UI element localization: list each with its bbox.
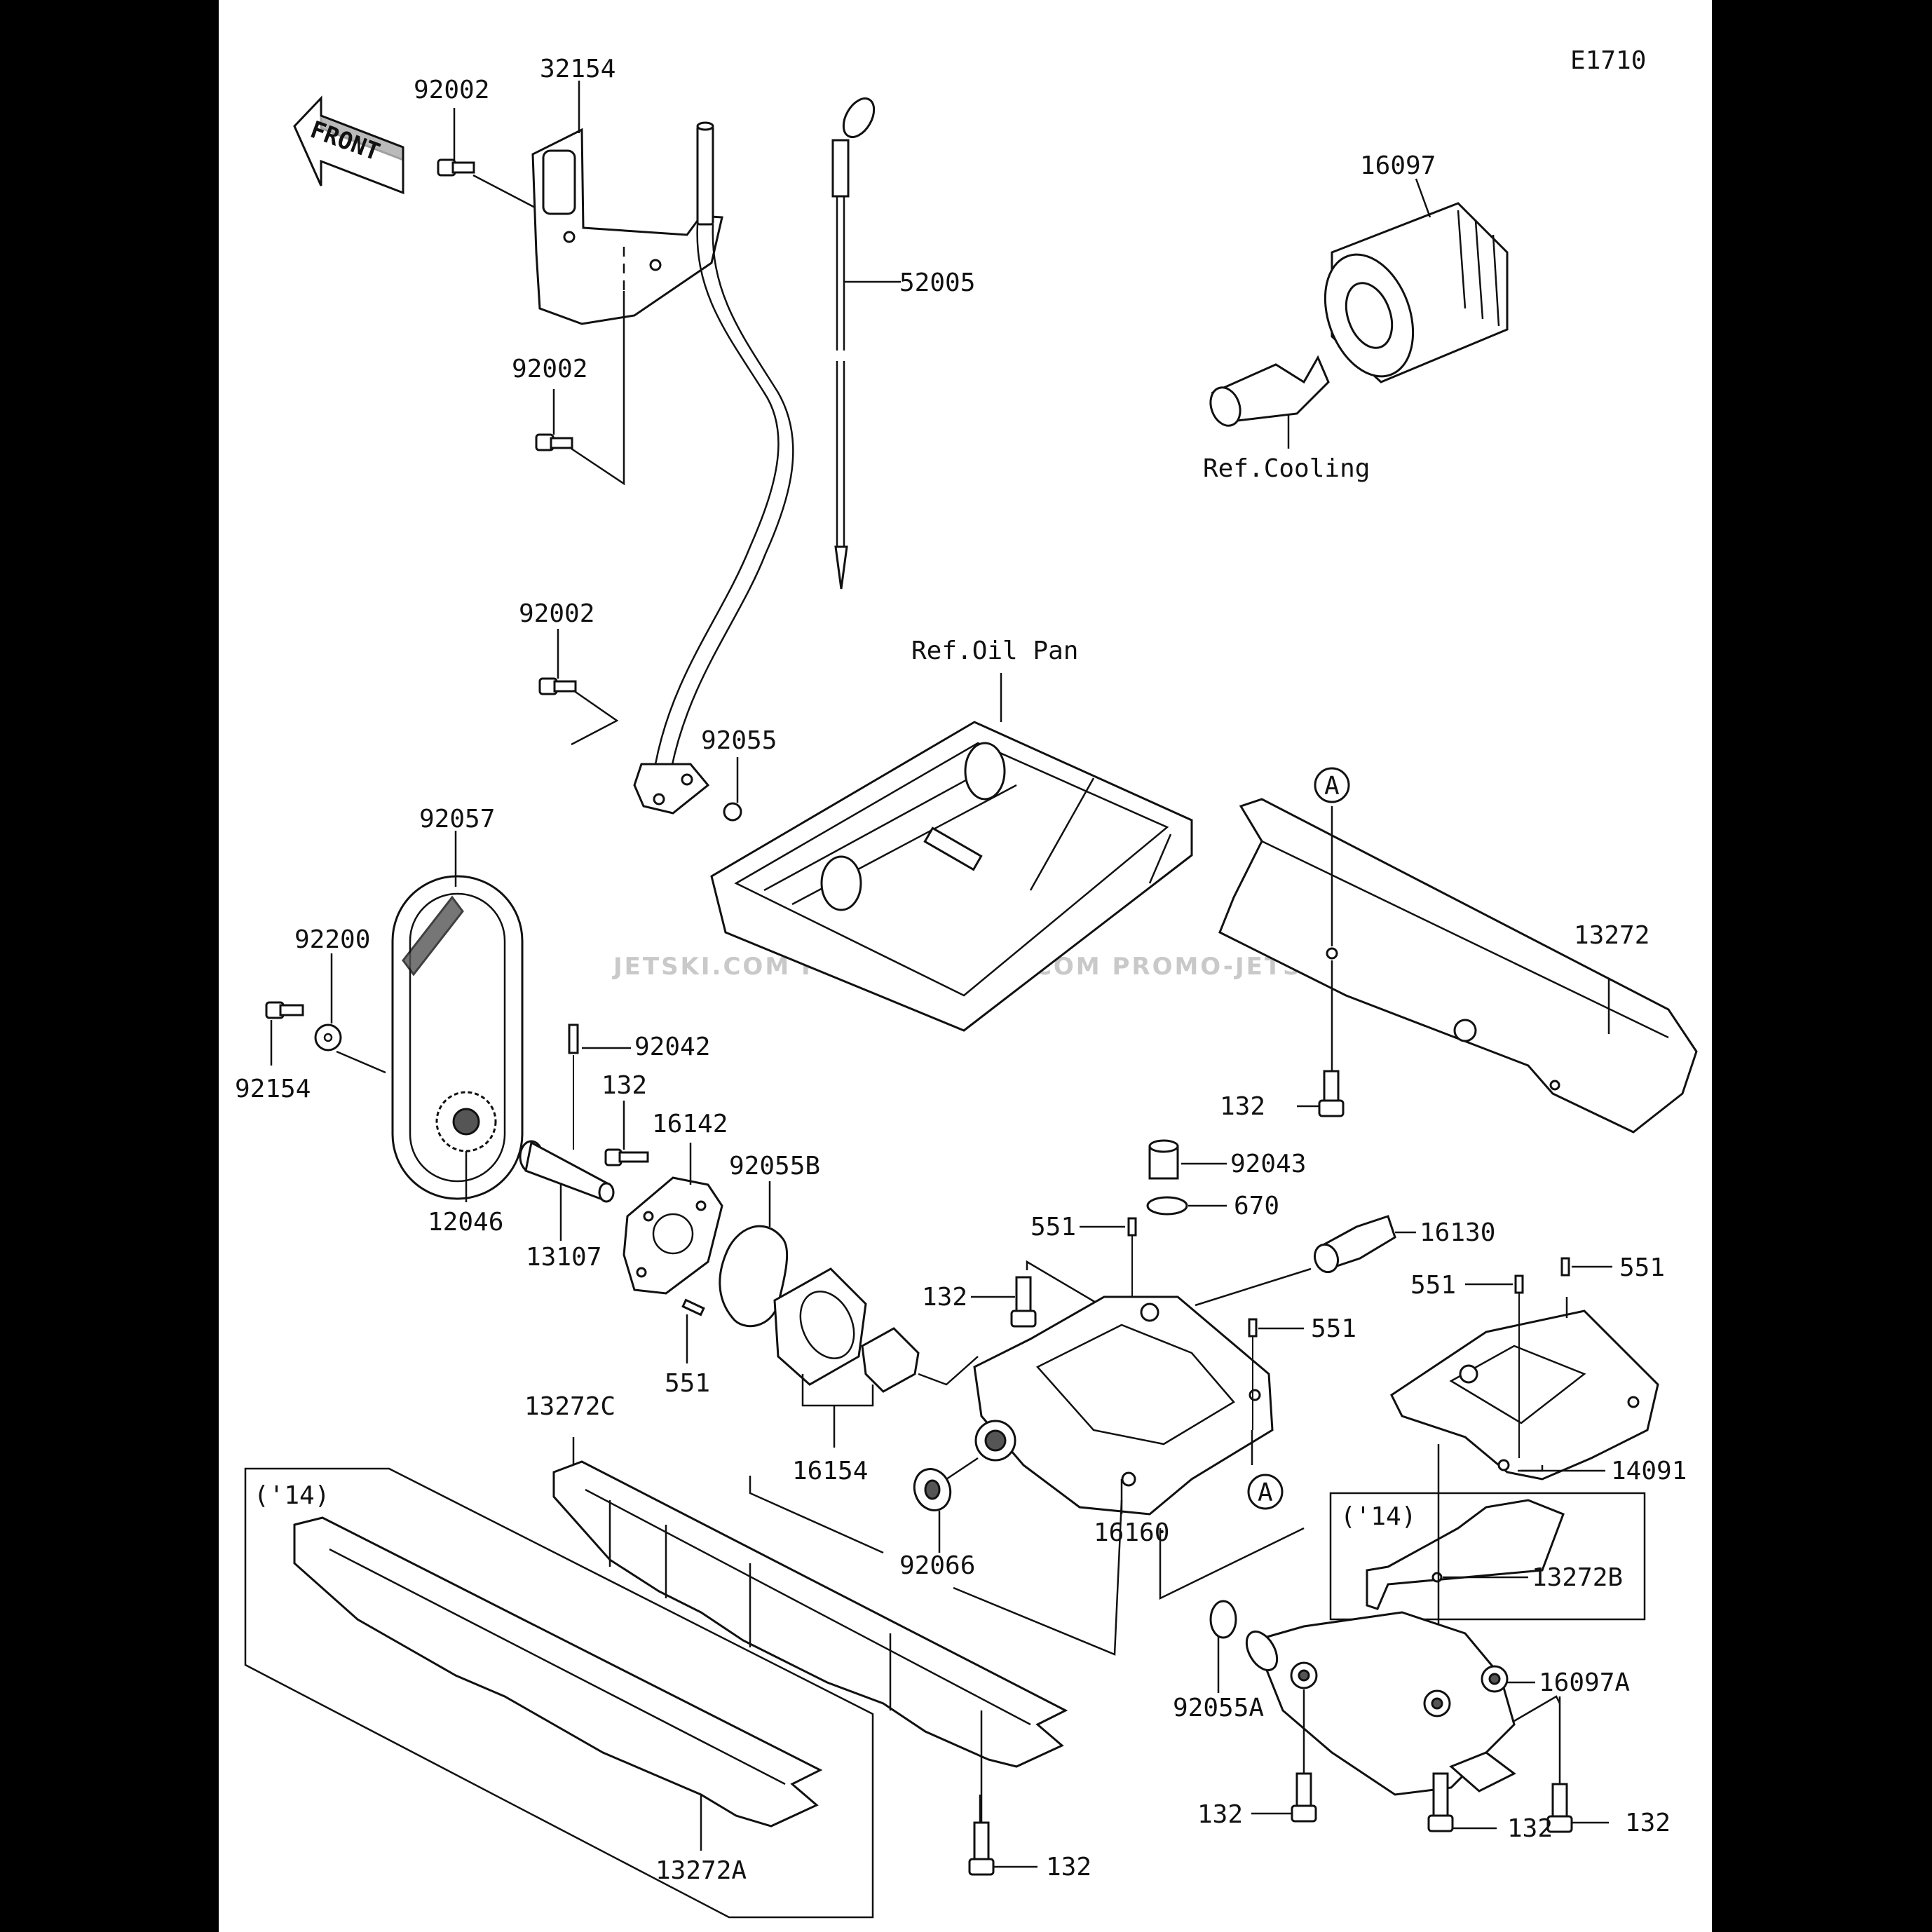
part-label-92154: 92154 (235, 1075, 311, 1103)
sprocket-12046 (435, 1091, 497, 1202)
bolt-132-center-housing (1427, 1772, 1497, 1832)
rotors-16154 (773, 1267, 979, 1448)
part-label-92055A: 92055A (1173, 1694, 1264, 1722)
part-label-13272A: 13272A (655, 1856, 747, 1885)
part-label-92042: 92042 (634, 1033, 710, 1061)
variant-box-13272B (1329, 1444, 1646, 1696)
part-label-551-pump: 551 (665, 1369, 710, 1398)
part-label-132-left-housing: 132 (1197, 1800, 1243, 1829)
part-label-551-c: 551 (1410, 1271, 1456, 1300)
part-label-14091: 14091 (1611, 1457, 1687, 1485)
part-label-92055: 92055 (701, 726, 777, 755)
baffle-13272C (552, 1460, 1123, 1823)
cover-14091 (1390, 1297, 1659, 1481)
dipstick-52005 (831, 97, 901, 590)
bracket-32154 (531, 128, 723, 325)
bolt-92002-middle (535, 291, 625, 486)
pin-551-pump (681, 1298, 705, 1317)
part-label-13272B: 13272B (1532, 1563, 1623, 1592)
pin-551-c (1514, 1274, 1524, 1294)
part-label-16160: 16160 (1094, 1518, 1169, 1547)
part-label-551-a: 551 (1030, 1213, 1076, 1241)
variant-tag-left: ('14) (254, 1481, 329, 1510)
bolt-92154 (265, 1001, 304, 1066)
part-label-16097A: 16097A (1539, 1668, 1630, 1697)
bolt-132-baffle (1297, 1070, 1345, 1117)
assembly-line-housing (1159, 1527, 1305, 1600)
part-label-13272: 13272 (1574, 921, 1649, 950)
part-label-13107: 13107 (526, 1243, 601, 1272)
bolt-92002-top (437, 108, 555, 219)
bolt-132-bottom (968, 1821, 1038, 1876)
callout-a-bottom (1247, 1474, 1284, 1510)
housing-16097A (1245, 1611, 1561, 1796)
oring-92055A (1209, 1600, 1237, 1639)
washer-92200 (314, 1023, 342, 1052)
variant-tag-right: ('14) (1340, 1502, 1416, 1531)
oil-pan-reference (710, 721, 1193, 1032)
pump-cover-16142 (623, 1143, 723, 1295)
shaft-13107 (519, 1140, 615, 1241)
bolt-132-pump (604, 1101, 649, 1166)
diagram-code: E1710 (1570, 46, 1646, 75)
part-label-132-housing: 132 (922, 1283, 967, 1312)
ref-oil-pan-label: Ref.Oil Pan (911, 637, 1078, 665)
collar-92043 (1148, 1139, 1227, 1180)
variant-box-13272A (244, 1467, 874, 1919)
callout-a-top-label: A (1324, 772, 1340, 801)
part-label-92002-middle: 92002 (512, 355, 587, 383)
cooling-fitting (1209, 355, 1330, 449)
part-label-92043: 92043 (1230, 1150, 1306, 1178)
part-label-132-baffle: 132 (1220, 1092, 1265, 1121)
front-arrow-icon: FRONT (293, 95, 404, 195)
pin-551-b (1248, 1318, 1258, 1338)
oring-670 (1146, 1196, 1188, 1216)
part-label-16154: 16154 (792, 1457, 868, 1485)
part-label-551-d: 551 (1619, 1253, 1665, 1282)
part-label-16097: 16097 (1360, 151, 1436, 180)
part-label-32154: 32154 (540, 55, 615, 83)
part-label-132-center-housing: 132 (1507, 1814, 1553, 1843)
ref-cooling-label: Ref.Cooling (1203, 454, 1370, 483)
callout-a-top (1314, 767, 1350, 803)
part-label-52005: 52005 (899, 268, 975, 297)
part-label-551-b: 551 (1311, 1314, 1356, 1343)
part-label-670: 670 (1234, 1192, 1279, 1220)
pin-551-a (1127, 1217, 1137, 1237)
part-label-92002-top: 92002 (414, 76, 489, 104)
fitting-16130 (1195, 1215, 1416, 1307)
baffle-13272 (1218, 798, 1698, 1134)
bolt-92002-lower (538, 629, 619, 746)
part-label-16142: 16142 (652, 1110, 728, 1138)
part-label-132-bottom: 132 (1046, 1853, 1091, 1882)
part-label-92002-lower: 92002 (519, 599, 594, 628)
bolt-132-housing (971, 1260, 1101, 1328)
pin-551-d (1560, 1257, 1570, 1277)
part-label-13272C: 13272C (524, 1392, 615, 1421)
pump-body-16160 (973, 1295, 1274, 1516)
part-label-16130: 16130 (1420, 1218, 1495, 1247)
part-label-92057: 92057 (419, 805, 495, 834)
part-label-92200: 92200 (294, 925, 370, 954)
plug-92066 (913, 1457, 979, 1553)
part-label-92055B: 92055B (729, 1152, 820, 1181)
oil-filter-16097 (1324, 202, 1509, 383)
part-label-12046: 12046 (428, 1208, 503, 1237)
callout-a-bottom-label: A (1258, 1478, 1273, 1507)
part-label-92066: 92066 (899, 1551, 975, 1580)
oil-filler-tube (633, 121, 794, 815)
pin-92042 (568, 1023, 579, 1054)
oring-92055 (723, 802, 742, 822)
bolt-132-left-housing (1251, 1772, 1317, 1823)
bolt-132-right-housing (1546, 1783, 1609, 1833)
part-label-132-right-housing: 132 (1625, 1809, 1671, 1837)
part-label-132-pump: 132 (601, 1071, 647, 1100)
